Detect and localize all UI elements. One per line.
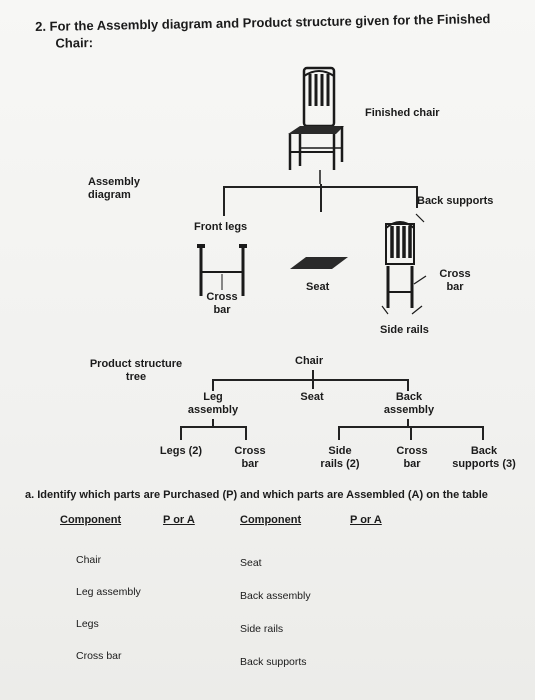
- tree-root-stem: [312, 370, 314, 380]
- tree-leg-right-drop: [245, 426, 247, 440]
- front-legs-illustration: [197, 244, 247, 296]
- tree-level1-right-drop: [407, 379, 409, 391]
- tree-back-right-drop: [482, 426, 484, 440]
- tree-leg-cross-bar: Cross bar: [228, 445, 272, 471]
- header-component-right: Component: [240, 514, 302, 526]
- tree-back-supports-line-2: supports (3): [452, 458, 516, 470]
- tree-back-cross-bar-line-1: Cross: [396, 445, 428, 457]
- cross-bar-left-label: Cross bar: [203, 291, 241, 317]
- tree-level1-mid-drop: [312, 379, 314, 389]
- cross-bar-right-line-2: bar: [446, 281, 464, 293]
- tree-side-rails: Side rails (2): [312, 445, 368, 471]
- tree-leg-assembly-line-2: assembly: [187, 404, 239, 416]
- assembly-branch-left: [223, 186, 225, 216]
- tree-root-chair: Chair: [295, 355, 324, 367]
- tree-back-left-drop: [338, 426, 340, 440]
- tree-leg-assembly-line-1: Leg: [203, 391, 223, 403]
- component-back-supports: Back supports: [240, 656, 307, 668]
- part-a-prompt: a. Identify which parts are Purchased (P…: [25, 489, 488, 501]
- tree-back-assembly-line-2: assembly: [383, 404, 435, 416]
- front-legs-label: Front legs: [194, 221, 248, 233]
- back-supports-label: Back supports: [417, 195, 494, 207]
- assembly-branch-mid: [320, 186, 322, 212]
- tree-back-cross-bar: Cross bar: [390, 445, 434, 471]
- tree-side-rails-line-2: rails (2): [320, 458, 360, 470]
- tree-legs-line-1: Legs (2): [159, 445, 203, 457]
- component-leg-assembly: Leg assembly: [76, 586, 141, 598]
- tree-leg-cross-bar-line-2: bar: [241, 458, 259, 470]
- tree-leg-cross-bar-line-1: Cross: [234, 445, 266, 457]
- finished-chair-illustration: [288, 66, 344, 184]
- assembly-heading-line-1: Assembly: [88, 176, 140, 188]
- component-back-assembly: Back assembly: [240, 590, 311, 602]
- seat-label: Seat: [306, 281, 330, 293]
- tree-back-mid-drop: [410, 426, 412, 440]
- tree-level1-left-drop: [212, 379, 214, 391]
- assembly-branch-right: [416, 186, 418, 208]
- header-p-or-a-left: P or A: [163, 514, 195, 526]
- question-title: 2. For the Assembly diagram and Product …: [35, 10, 506, 52]
- finished-chair-label: Finished chair: [365, 107, 440, 119]
- tree-leg-assembly: Leg assembly: [182, 391, 244, 417]
- tree-back-supports-line-1: Back: [470, 445, 498, 457]
- seat-illustration: [290, 257, 348, 269]
- tree-seat: Seat: [290, 391, 334, 404]
- tree-seat-line-1: Seat: [300, 391, 324, 403]
- component-side-rails: Side rails: [240, 623, 284, 635]
- tree-legs: Legs (2): [152, 445, 210, 458]
- assembly-heading-line-2: diagram: [88, 189, 131, 201]
- cross-bar-left-line-1: Cross: [206, 291, 238, 303]
- assembly-heading: Assembly diagram: [88, 176, 140, 202]
- tree-back-assembly: Back assembly: [378, 391, 440, 417]
- back-assembly-illustration: [381, 213, 427, 315]
- product-structure-heading-line-1: Product structure: [89, 358, 183, 370]
- tree-back-stem: [407, 419, 409, 427]
- tree-level1-branch: [212, 379, 408, 381]
- tree-leg-left-drop: [180, 426, 182, 440]
- tree-side-rails-line-1: Side: [328, 445, 352, 457]
- component-seat: Seat: [240, 557, 262, 569]
- side-rails-label: Side rails: [380, 324, 429, 336]
- header-p-or-a-right: P or A: [350, 514, 382, 526]
- product-structure-heading: Product structure tree: [84, 358, 188, 384]
- cross-bar-right-line-1: Cross: [439, 268, 471, 280]
- tree-leg-stem: [212, 419, 214, 427]
- component-chair: Chair: [76, 554, 102, 566]
- tree-back-assembly-line-1: Back: [395, 391, 423, 403]
- header-component-left: Component: [60, 514, 122, 526]
- component-cross-bar: Cross bar: [76, 650, 122, 662]
- tree-leg-branch: [180, 426, 246, 428]
- cross-bar-right-label: Cross bar: [436, 268, 474, 294]
- component-legs: Legs: [76, 618, 99, 630]
- cross-bar-left-line-2: bar: [213, 304, 231, 316]
- tree-back-cross-bar-line-2: bar: [403, 458, 421, 470]
- tree-back-supports: Back supports (3): [446, 445, 522, 471]
- product-structure-heading-line-2: tree: [125, 371, 147, 383]
